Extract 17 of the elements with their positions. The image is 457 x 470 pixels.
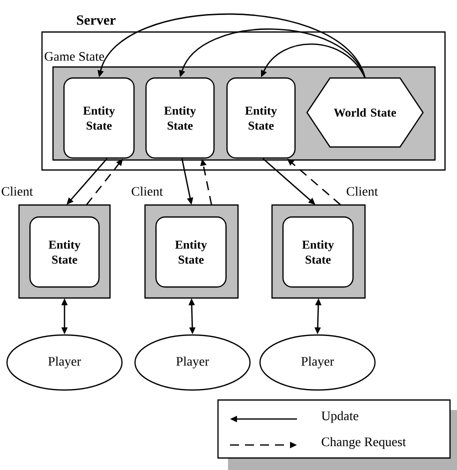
arrow [98,13,366,78]
arrow [261,44,366,78]
arrow [179,28,366,78]
client-label: Client [346,186,378,196]
entity-box: Entity State [155,216,227,288]
band-label: Game State [44,52,104,61]
entity-box: Entity State [282,216,354,288]
entity-box: Entity State [226,77,296,159]
entity-box: Entity State [29,216,100,288]
entity-box: Entity State [145,77,215,159]
legend-text: Update [321,411,358,423]
heading: Server [76,15,116,25]
hexagon: World State [306,77,424,148]
legend-text: Change Request [322,437,406,449]
client-label: Client [2,186,33,196]
client-label: Client [132,186,163,196]
entity-box: Entity State [63,77,135,159]
